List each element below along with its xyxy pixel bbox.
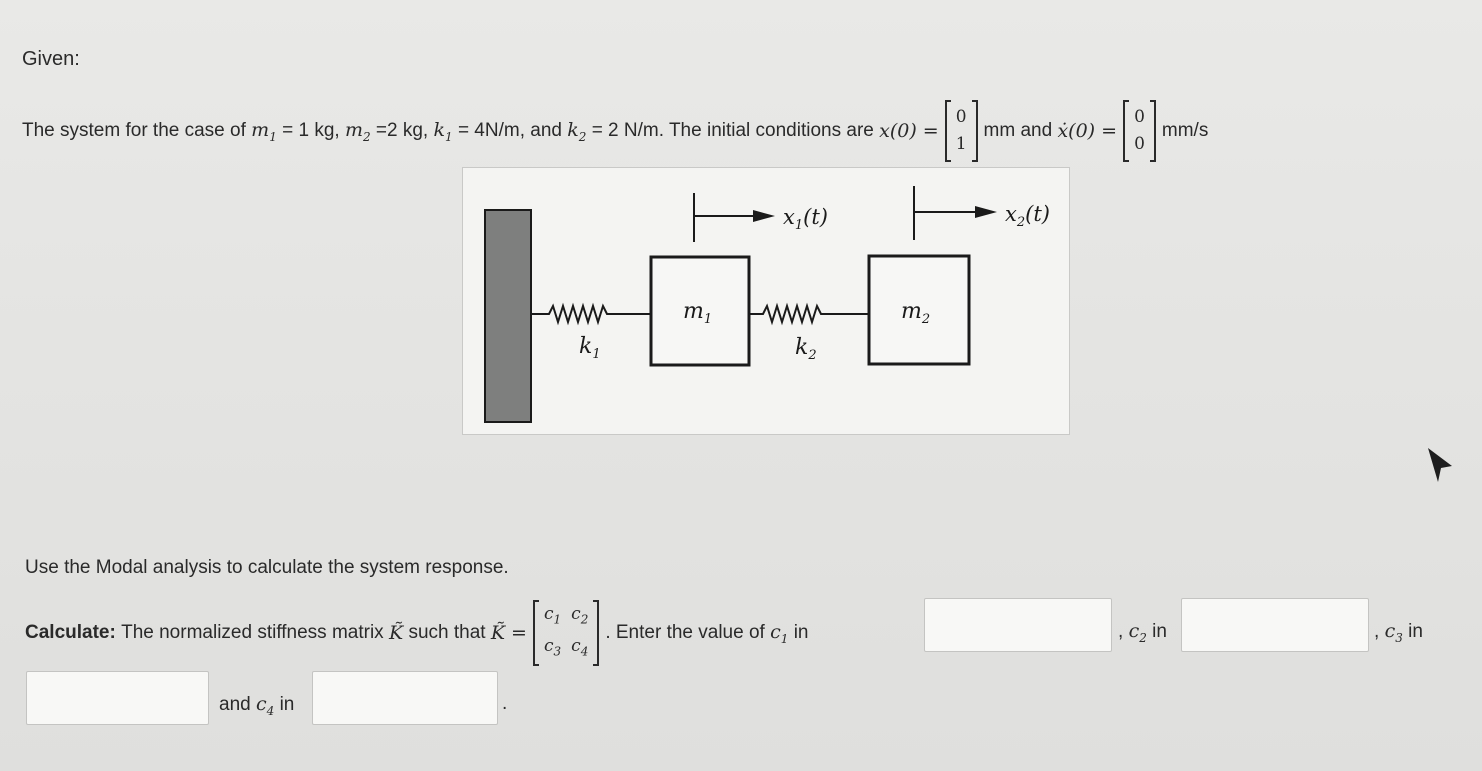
matrix-c2: c2: [571, 603, 589, 626]
c3-prompt: , c3 in: [1374, 620, 1423, 645]
c4-input[interactable]: [312, 671, 498, 725]
intro-text: The system for the case of: [22, 120, 246, 141]
c1-symbol: c1: [770, 620, 789, 646]
wall: [484, 209, 532, 423]
final-period: .: [502, 693, 508, 714]
x0-vector: 0 1: [944, 100, 978, 162]
xdot0-unit: mm/s: [1161, 120, 1209, 141]
calc-text-2: such that: [408, 622, 486, 643]
x0-val-1: 0: [955, 107, 967, 127]
instruction-text: Use the Modal analysis to calculate the …: [25, 557, 509, 578]
c4-prompt: and c4 in: [219, 693, 295, 718]
mass-m1: [649, 255, 751, 367]
k1-label: k1: [579, 334, 601, 362]
diagram-svg: x1(t) x2(t) m1 m2 k1 k2: [484, 186, 1050, 423]
ktilde-matrix: c1 c2 c3 c4: [532, 600, 600, 666]
x1-arrow-head: [753, 210, 775, 222]
xdot0-label: ẋ(0) =: [1057, 120, 1118, 142]
c3-input[interactable]: [26, 671, 209, 725]
matrix-c1: c1: [543, 603, 562, 626]
x2-arrow-head: [975, 206, 997, 218]
m2-value: =2 kg,: [375, 120, 429, 141]
k1-value: = 4N/m, and: [457, 120, 562, 141]
problem-statement: The system for the case of m1 = 1 kg, m2…: [22, 100, 1208, 162]
x0-unit: mm and: [983, 120, 1053, 141]
spring-k2: [749, 302, 869, 326]
m1-value: = 1 kg,: [282, 120, 340, 141]
matrix-c4: c4: [571, 636, 589, 659]
xdot0-vector: 0 0: [1123, 100, 1156, 162]
k2-value: = 2 N/m. The initial conditions are: [591, 120, 874, 141]
c1-in: in: [793, 622, 809, 643]
m1-label: m1: [683, 299, 712, 327]
m2-symbol: m2: [344, 118, 371, 144]
x0-label: x(0) =: [879, 120, 939, 142]
c2-input[interactable]: [1181, 598, 1369, 652]
k2-symbol: k2: [567, 118, 587, 144]
mass-m2: [867, 254, 971, 366]
calc-text-3: . Enter the value of: [605, 622, 765, 643]
k2-label: k2: [795, 335, 817, 363]
x1-label: x1(t): [783, 205, 828, 233]
m1-symbol: m1: [251, 118, 277, 144]
xdot0-val-1: 0: [1134, 107, 1145, 127]
x2-label: x2(t): [1005, 202, 1050, 230]
matrix-c3: c3: [543, 636, 562, 659]
ktilde-equals: K̃ =: [490, 622, 527, 644]
ktilde-symbol: K̃: [388, 622, 404, 644]
calculate-label: Calculate:: [25, 622, 116, 643]
calculate-line: Calculate: The normalized stiffness matr…: [25, 598, 808, 668]
calc-text-1: The normalized stiffness matrix: [121, 622, 384, 643]
xdot0-val-2: 0: [1134, 134, 1145, 154]
k1-symbol: k1: [433, 118, 453, 144]
heading-given: Given:: [22, 48, 80, 70]
mouse-cursor-icon: [1428, 448, 1452, 482]
x0-val-2: 1: [955, 134, 967, 154]
spring-k1: [531, 302, 651, 326]
m2-label: m2: [901, 299, 930, 327]
spring-mass-diagram: x1(t) x2(t) m1 m2 k1 k2: [462, 167, 1070, 435]
c2-prompt: , c2 in: [1118, 620, 1167, 645]
c1-input[interactable]: [924, 598, 1112, 652]
